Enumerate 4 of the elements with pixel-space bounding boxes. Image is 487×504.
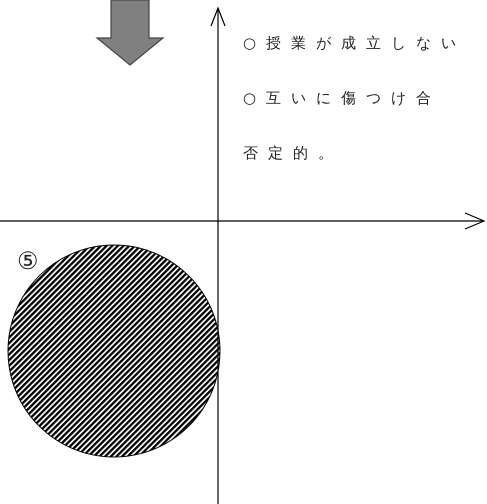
text-line: ○授業が成立しない (243, 34, 466, 52)
circled-number: ⑤ (17, 248, 39, 274)
text-line: ○互いに傷つけ合 (243, 89, 442, 107)
text-line: 否定的。 (243, 144, 343, 162)
